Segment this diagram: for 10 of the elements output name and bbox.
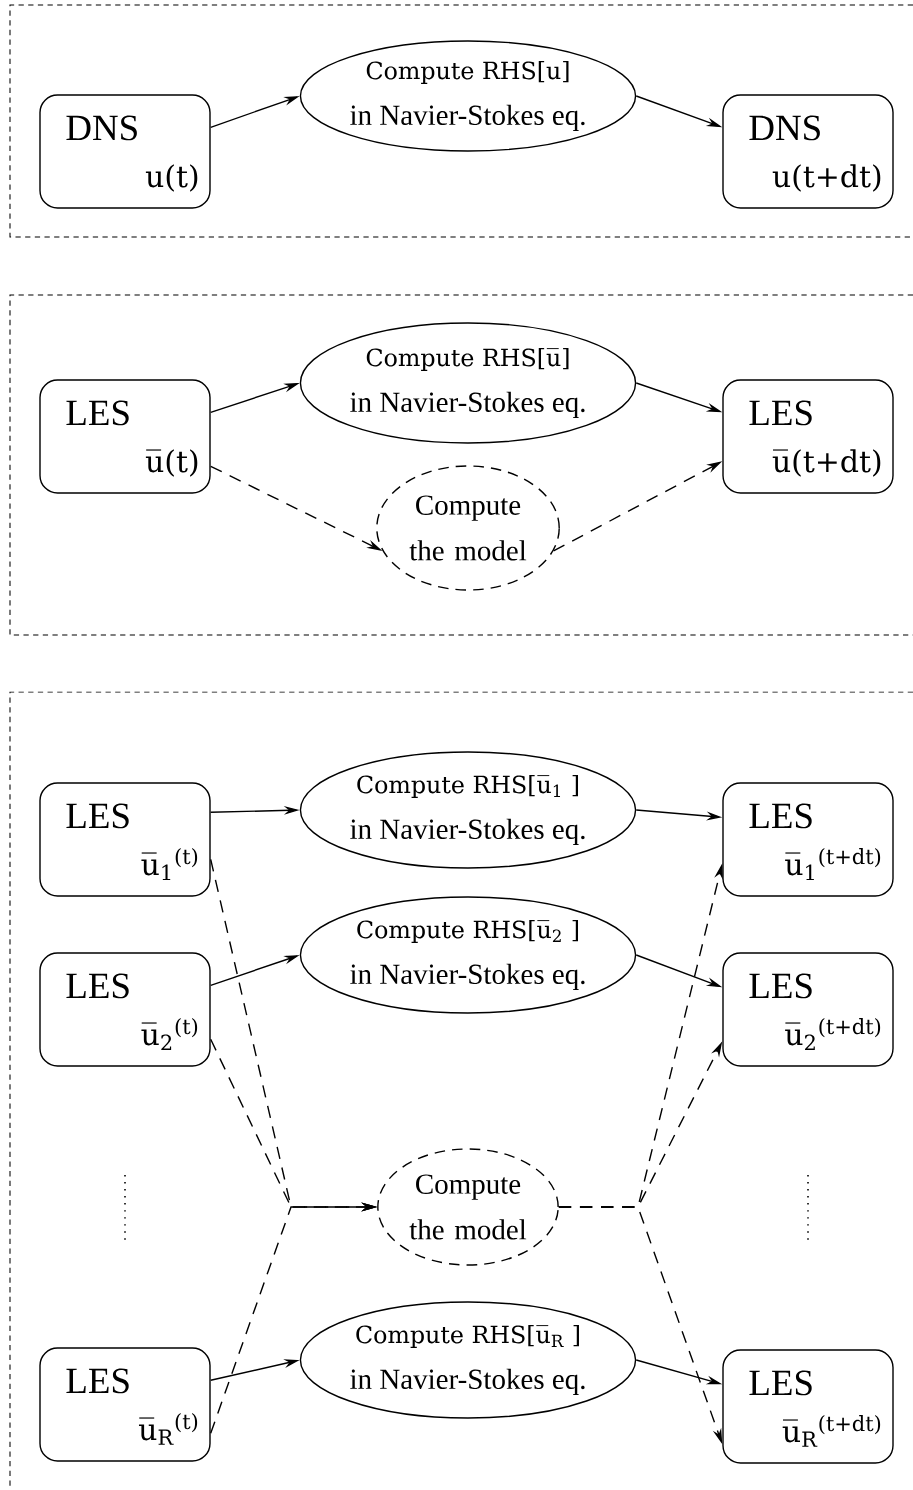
- process-box: LES u̅$_{1}$(t): [39, 782, 211, 897]
- process-box: DNS u(t): [39, 94, 211, 209]
- process-box: LES u̅$_{2}$(t+dt): [722, 952, 894, 1067]
- process-box: DNS u(t+dt): [722, 94, 894, 209]
- process-box: LES u̅(t): [39, 379, 211, 494]
- process-box: LES u̅$_{1}$(t+dt): [722, 782, 894, 897]
- process-box: LES u̅$_{R}$(t): [39, 1347, 211, 1462]
- process-box: LES u̅$_{R}$(t+dt): [722, 1349, 894, 1464]
- process-box: LES u̅$_{2}$(t): [39, 952, 211, 1067]
- process-box: LES u̅(t+dt): [722, 379, 894, 494]
